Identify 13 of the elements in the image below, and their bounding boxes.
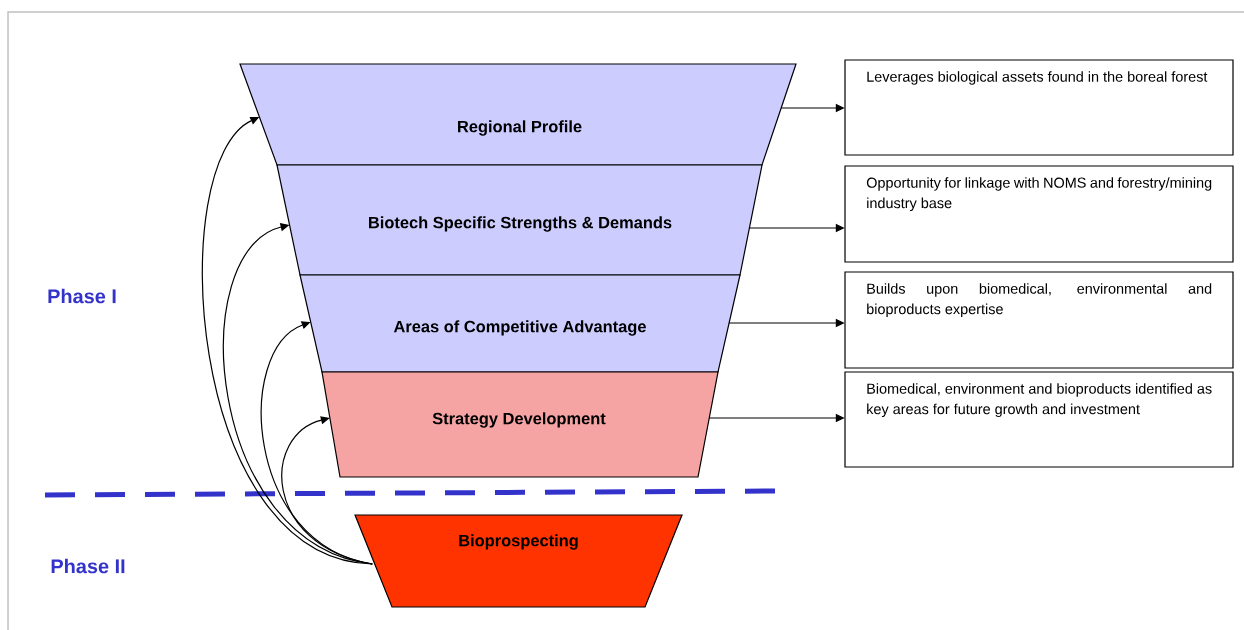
phase-label: Phase I: [48, 288, 116, 304]
funnel-stage: Areas of Competitive Advantage: [299, 274, 741, 373]
description-box: Opportunity for linkage with NOMS and forestry/mining industry base: [844, 165, 1234, 263]
arrow: [223, 223, 373, 565]
funnel-stage: Strategy Development: [321, 371, 719, 478]
funnel-stage: Bioprospecting: [354, 514, 683, 608]
description-box: Leverages biological assets found in the boreal forest: [844, 59, 1234, 156]
funnel-stage: Biotech Specific Strengths & Demands: [276, 164, 763, 276]
phase-label: Phase II: [51, 558, 125, 574]
arrow: [281, 416, 373, 565]
funnel-stage: Regional Profile: [239, 63, 797, 166]
description-box: Builds upon biomedical, environmental and bioproducts expertise: [844, 271, 1234, 369]
description-box: Biomedical, environment and bioproducts identified as key areas for future growth and investment: [844, 371, 1234, 468]
